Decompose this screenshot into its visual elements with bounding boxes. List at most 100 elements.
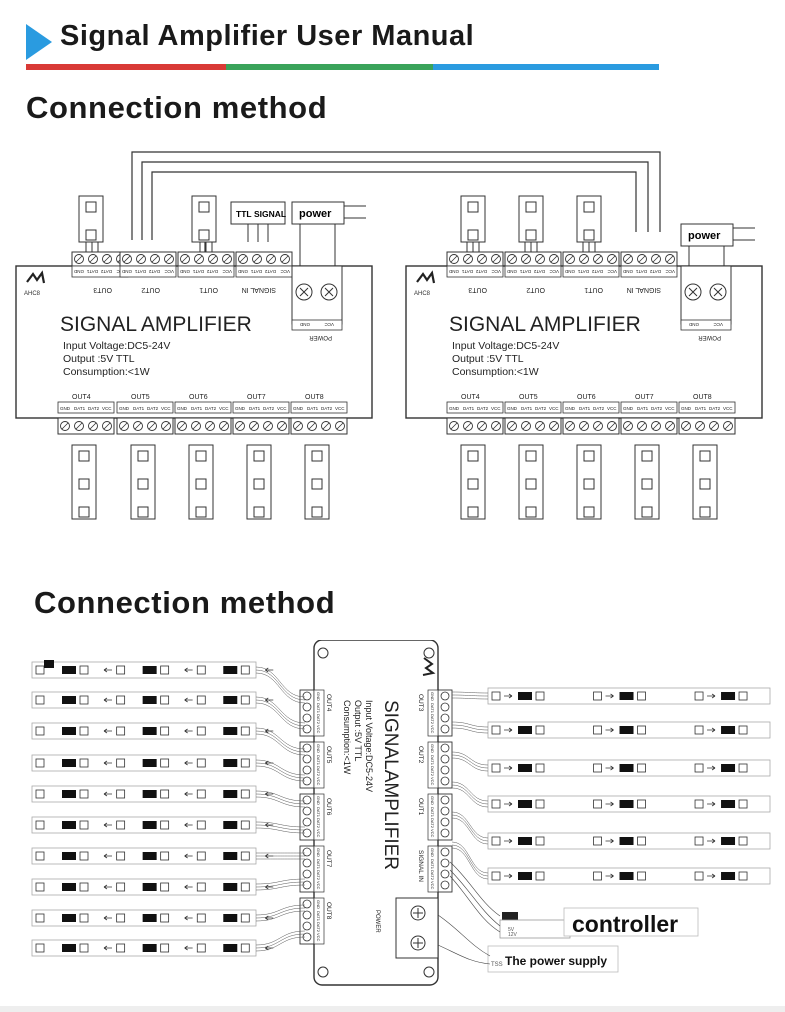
- arrow-marker-icon: [605, 873, 614, 879]
- power-label-b: power: [688, 230, 721, 242]
- led-pixel-icon: [583, 506, 595, 518]
- chip-icon: [721, 764, 736, 772]
- led-pixel-icon: [116, 789, 126, 799]
- chip-icon: [62, 666, 76, 674]
- led-pixel-icon: [79, 820, 89, 830]
- led-pixel-icon: [535, 836, 545, 846]
- pin-label: VCC: [161, 406, 171, 411]
- chip-icon: [142, 759, 157, 767]
- terminal-screw-icon: [302, 702, 312, 712]
- pin-label: GND: [448, 269, 459, 274]
- led-pixel-icon: [79, 665, 89, 675]
- connection-diagram-1: AHC8 SIGNAL AMPLIFIER Input Voltage:DC5-…: [15, 151, 763, 520]
- signal-wires: [131, 151, 661, 255]
- right-led-strips: [487, 687, 771, 885]
- led-pixel-icon: [240, 758, 250, 768]
- pin-label-row: [427, 741, 439, 789]
- arrow-marker-icon: [103, 822, 112, 828]
- pin-label: VCC: [316, 777, 321, 786]
- arrow-marker-icon: [184, 760, 193, 766]
- led-pixel-icon: [641, 450, 653, 462]
- pin-label: VCC: [316, 725, 321, 734]
- terminal-screw-icon: [302, 765, 312, 775]
- pin-label: DAT1: [637, 406, 649, 411]
- pin-label-row: [232, 401, 290, 414]
- chip-icon: [62, 821, 76, 829]
- terminal-screw-icon: [440, 776, 450, 786]
- led-pixel-icon: [196, 695, 206, 705]
- led-pixel-icon: [467, 229, 479, 241]
- pin-label: DAT2: [709, 406, 721, 411]
- spec-voltage: Input Voltage:DC5-24V: [364, 700, 374, 792]
- led-pixel-icon: [78, 478, 90, 490]
- led-pixel-icon: [116, 695, 126, 705]
- spec-output: Output :5V TTL: [452, 353, 524, 365]
- pin-label: DAT1: [250, 269, 262, 274]
- chip-icon: [721, 800, 736, 808]
- port-label: OUT4: [461, 394, 480, 401]
- section2-title: Connection method: [34, 585, 336, 620]
- terminal-screw-icon: [302, 754, 312, 764]
- led-pixel-icon: [311, 450, 323, 462]
- chip-icon: [619, 800, 634, 808]
- led-pixel-icon: [240, 851, 250, 861]
- led-pixel-icon: [699, 506, 711, 518]
- pin-label: DAT2: [533, 269, 545, 274]
- led-pixel-icon: [583, 229, 595, 241]
- power-supply-block: TSS The power supply: [487, 945, 619, 973]
- led-pixel-icon: [694, 725, 704, 735]
- chip-icon: [142, 666, 157, 674]
- fan-out-wires: [255, 666, 489, 952]
- header-bar-red: [26, 64, 226, 70]
- pin-label: GND: [622, 269, 633, 274]
- pin-label: GND: [235, 406, 246, 411]
- amplifier-name: SIGNAL AMPLIFIER: [60, 313, 252, 336]
- arrow-marker-icon: [504, 873, 513, 879]
- led-pixel-icon: [116, 851, 126, 861]
- port-label: SIGNAL IN: [417, 850, 424, 882]
- arrow-marker-icon: [504, 727, 513, 733]
- page-title: Signal Amplifier User Manual: [60, 20, 475, 52]
- led-pixel-icon: [738, 725, 748, 735]
- pin-label-row: [427, 793, 439, 841]
- terminal-screw-icon: [440, 806, 450, 816]
- chip-icon: [721, 837, 736, 845]
- port-label: OUT2: [417, 746, 424, 764]
- svg-text:TSS: TSS: [491, 962, 503, 968]
- led-pixel-icon: [491, 871, 501, 881]
- led-pixel-icon: [35, 726, 45, 736]
- pin-label: DAT1: [430, 755, 435, 766]
- led-pixel-icon: [78, 506, 90, 518]
- led-pixel-icon: [637, 763, 646, 773]
- pin-label: DAT1: [86, 269, 98, 274]
- pin-label: DAT1: [316, 703, 321, 714]
- led-pixel-icon: [35, 758, 45, 768]
- led-pixel-icon: [694, 871, 704, 881]
- pin-label: DAT2: [148, 269, 160, 274]
- led-pixel-icon: [535, 871, 545, 881]
- terminal-screw-icon: [302, 817, 312, 827]
- arrow-marker-icon: [103, 760, 112, 766]
- pin-label-row: [504, 265, 562, 278]
- pin-label: VCC: [665, 269, 675, 274]
- led-pixel-icon: [535, 691, 545, 701]
- pin-label-row: [313, 793, 325, 841]
- chip-icon: [223, 852, 238, 860]
- chip-icon: [223, 696, 238, 704]
- pin-label: VCC: [430, 777, 435, 786]
- pin-label: VCC: [430, 881, 435, 890]
- led-pixel-icon: [35, 882, 45, 892]
- pin-label: DAT2: [316, 870, 321, 881]
- led-pixel-icon: [79, 726, 89, 736]
- led-pixel-icon: [583, 478, 595, 490]
- port-label: OUT8: [325, 902, 332, 920]
- screw-terminal-block: [620, 417, 678, 435]
- arrow-marker-icon: [103, 728, 112, 734]
- power-label-rotated: POWER: [374, 910, 380, 933]
- led-pixel-icon: [79, 882, 89, 892]
- led-pixel-icon: [79, 943, 89, 953]
- led-pixel-icon: [637, 871, 646, 881]
- screw-terminal-block: [57, 417, 115, 435]
- led-pixel-icon: [525, 229, 537, 241]
